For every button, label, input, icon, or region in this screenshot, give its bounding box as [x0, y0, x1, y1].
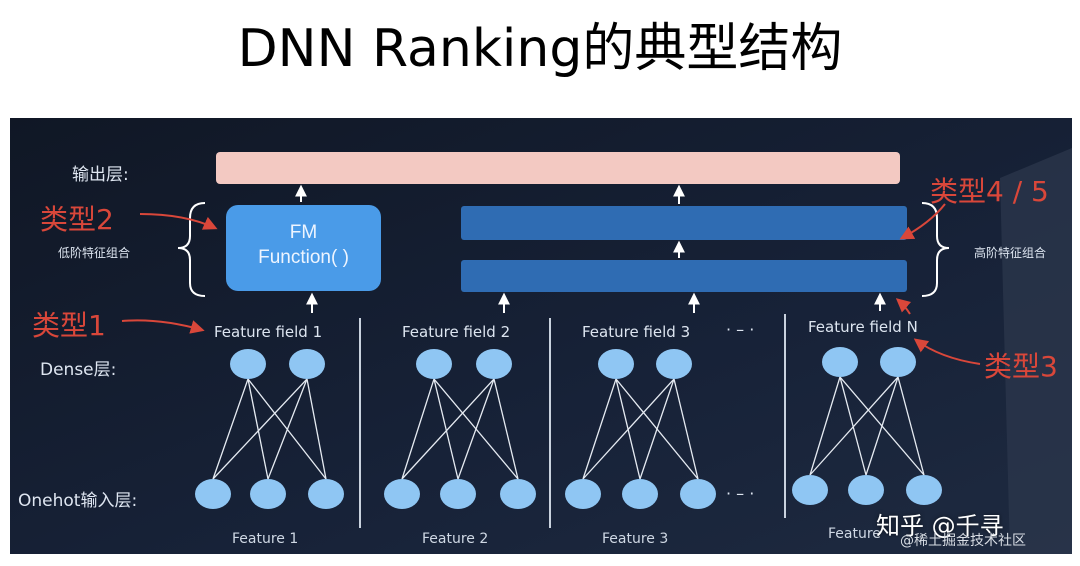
onehot-node-2-1 [384, 479, 420, 509]
dense-node-4-2 [880, 347, 916, 377]
onehot-layer-label: Onehot输入层: [18, 491, 138, 511]
onehot-node-4-1 [792, 475, 828, 505]
background-panel-shade [1000, 148, 1072, 554]
annotation-arrow-type3-to-hidden [895, 298, 912, 315]
page-title: DNN Ranking的典型结构 [237, 19, 843, 79]
feature-field-label-n: Feature field N [808, 318, 918, 336]
edge-1-3-2 [306, 378, 327, 480]
edge-1-1-1 [212, 378, 249, 480]
edge-2-1-1 [401, 378, 435, 480]
output-layer-label: 输出层: [72, 165, 129, 185]
fm-function-box: FM Function( ) [226, 205, 381, 291]
onehot-node-3-1 [565, 479, 601, 509]
fm-box-line1: FM [289, 222, 318, 243]
feature-field-label-1: Feature field 1 [214, 323, 323, 341]
onehot-node-3-2 [622, 479, 658, 509]
edge-2-3-1 [433, 378, 519, 480]
brace-right [921, 202, 950, 297]
edge-1-2-1 [247, 378, 269, 480]
onehot-node-3-3 [680, 479, 716, 509]
feature-label-n: Feature [828, 526, 881, 542]
edge-1-1-2 [212, 378, 308, 480]
annotation-arrow-type1 [121, 319, 205, 334]
dense-node-1-2 [289, 349, 325, 379]
onehot-node-4-2 [848, 475, 884, 505]
edge-4-3-1 [839, 376, 925, 476]
feature-field-label-2: Feature field 2 [402, 323, 511, 341]
edge-3-2-1 [615, 378, 641, 480]
low-order-label: 低阶特征组合 [58, 246, 131, 260]
edge-3-3-2 [673, 378, 699, 480]
edge-1-3-1 [247, 378, 327, 480]
onehot-node-4-3 [906, 475, 942, 505]
annotation-arrow-type45 [899, 203, 946, 240]
edge-4-1-1 [809, 376, 841, 476]
hidden-layer-bar-top [461, 206, 907, 240]
annotation-arrow-type3 [913, 338, 981, 365]
annotation-type45: 类型4 / 5 [930, 175, 1049, 208]
fields-ellipsis: · – · [726, 320, 755, 339]
dense-node-1-1 [230, 349, 266, 379]
watermark-main: 知乎 @千寻 [876, 512, 1004, 540]
network-diagram [10, 118, 1072, 554]
output-layer-bar [216, 152, 900, 184]
edge-2-1-2 [401, 378, 495, 480]
brace-left [177, 202, 206, 297]
edge-3-1-1 [582, 378, 617, 480]
edge-4-1-2 [809, 376, 899, 476]
dense-node-4-1 [822, 347, 858, 377]
feature-field-label-3: Feature field 3 [582, 323, 691, 341]
dense-node-3-1 [598, 349, 634, 379]
onehot-node-2-3 [500, 479, 536, 509]
network-nodes-and-edges [195, 347, 942, 509]
edge-2-3-2 [493, 378, 519, 480]
annotation-type2: 类型2 [40, 203, 114, 236]
watermark-sub: @稀土掘金技术社区 [900, 533, 1026, 549]
edge-4-2-1 [839, 376, 867, 476]
diagram-background [10, 118, 1072, 554]
annotation-type3: 类型3 [984, 350, 1058, 383]
annotation-type1: 类型1 [32, 309, 106, 342]
annotation-arrow-type2 [139, 213, 218, 230]
features-ellipsis: · – · [726, 484, 755, 503]
dense-node-2-1 [416, 349, 452, 379]
dense-node-3-2 [656, 349, 692, 379]
onehot-node-1-3 [308, 479, 344, 509]
high-order-label: 高阶特征组合 [974, 246, 1047, 260]
edge-3-3-1 [615, 378, 699, 480]
onehot-node-1-2 [250, 479, 286, 509]
fm-box-line2: Function( ) [258, 247, 349, 268]
edge-2-2-1 [433, 378, 459, 480]
feature-label-2: Feature 2 [422, 531, 489, 547]
dense-layer-label: Dense层: [40, 360, 117, 380]
onehot-node-2-2 [440, 479, 476, 509]
feature-label-1: Feature 1 [232, 531, 299, 547]
edge-4-3-2 [897, 376, 925, 476]
onehot-node-1-1 [195, 479, 231, 509]
hidden-layer-bar-bottom [461, 260, 907, 292]
feature-label-3: Feature 3 [602, 531, 669, 547]
diagram-panel: 输出层: 低阶特征组合 高阶特征组合 Dense层: Onehot输入层: FM… [10, 118, 1072, 554]
dense-node-2-2 [476, 349, 512, 379]
